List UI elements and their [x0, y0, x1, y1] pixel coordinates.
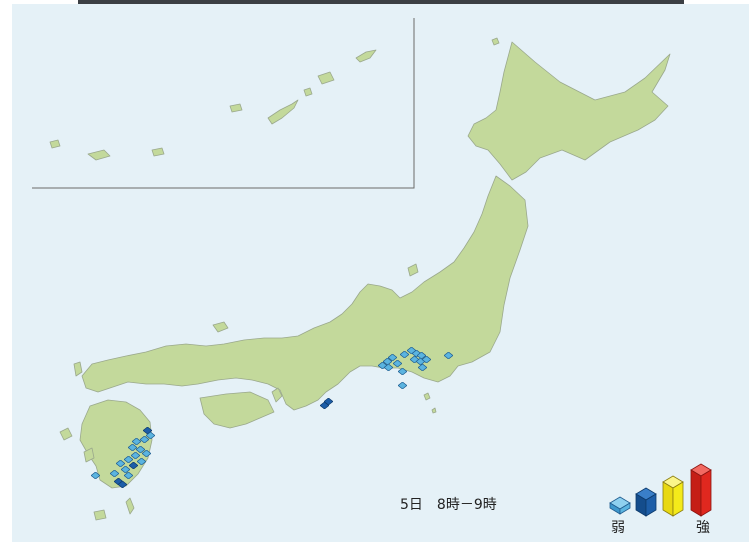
- ishigaki-island: [87, 149, 111, 161]
- legend-level-3: [662, 475, 684, 517]
- awaji-island: [271, 387, 283, 403]
- legend-level-2: [635, 487, 657, 517]
- miyako-island: [151, 147, 165, 157]
- honshu: [81, 175, 529, 411]
- legend-level-1: [609, 496, 631, 515]
- shikoku: [199, 391, 275, 429]
- yonaguni-island: [49, 139, 61, 149]
- inset-frame: [32, 18, 415, 189]
- time-range-label: 5日 8時－9時: [400, 497, 497, 513]
- tokunoshima: [303, 87, 313, 97]
- kikai-island: [355, 49, 377, 63]
- izu-island-2: [431, 407, 437, 414]
- hokkaido: [467, 41, 671, 181]
- tsushima: [73, 361, 83, 377]
- kumejima: [229, 103, 243, 113]
- izu-oshima: [423, 392, 431, 401]
- rishiri-island: [491, 37, 500, 46]
- yakushima: [93, 509, 107, 521]
- amakusa: [83, 447, 95, 463]
- legend-level-4: [690, 463, 712, 517]
- oki-island: [212, 321, 229, 333]
- legend-strong-label: 強: [696, 520, 710, 536]
- sado-island: [407, 263, 419, 277]
- amami-island: [317, 71, 335, 85]
- legend-weak-label: 弱: [611, 520, 625, 536]
- header-strip: [78, 0, 684, 4]
- okinawa-main: [267, 99, 299, 125]
- legend-bars: [609, 463, 712, 517]
- goto-islands: [59, 427, 73, 441]
- tanegashima: [125, 497, 135, 515]
